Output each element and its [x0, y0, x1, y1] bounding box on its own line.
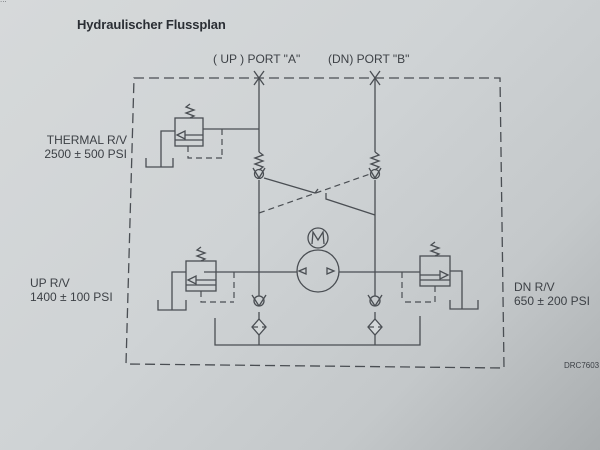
figure-id: DRC7603 — [564, 361, 600, 370]
check-valve-icon — [367, 294, 383, 307]
port-b-label: (DN) PORT "B" — [328, 52, 410, 66]
dn-rv-label: DN R/V 650 ± 200 PSI — [514, 280, 590, 308]
motor-icon — [307, 227, 329, 249]
relief-valve-icon — [160, 103, 259, 167]
pump-icon — [296, 249, 340, 293]
relief-valve-icon — [401, 241, 463, 309]
port-marker-icon — [369, 70, 381, 86]
pilot-line-a — [258, 173, 371, 214]
dn-rv-name: DN R/V — [514, 280, 555, 294]
reservoir-icon — [449, 300, 479, 310]
port-marker-icon — [253, 70, 265, 86]
reservoir-icon — [157, 300, 187, 311]
relief-valve-icon — [171, 246, 235, 310]
port-a-label: ( UP ) PORT "A" — [213, 52, 301, 66]
up-rv-label: UP R/V 1400 ± 100 PSI — [30, 276, 113, 304]
check-valve-icon — [368, 151, 382, 180]
system-boundary — [125, 77, 505, 369]
check-valve-icon — [252, 151, 266, 180]
dn-rv-pressure: 650 ± 200 PSI — [514, 294, 590, 308]
filter-icon — [251, 318, 267, 336]
up-rv-pressure: 1400 ± 100 PSI — [30, 290, 113, 304]
pilot-line-b — [325, 193, 376, 216]
thermal-rv-label: THERMAL R/V 2500 ± 500 PSI — [37, 133, 127, 161]
reservoir-icon — [145, 158, 174, 168]
thermal-rv-name: THERMAL R/V — [46, 133, 127, 147]
page-title: Hydraulischer Flussplan — [77, 17, 226, 32]
top-bleed-text: ... — [0, 0, 7, 4]
thermal-rv-pressure: 2500 ± 500 PSI — [44, 147, 127, 161]
reservoir-return-line — [214, 316, 421, 346]
up-rv-name: UP R/V — [30, 276, 70, 290]
check-valve-icon — [251, 294, 267, 307]
filter-icon — [367, 318, 383, 336]
